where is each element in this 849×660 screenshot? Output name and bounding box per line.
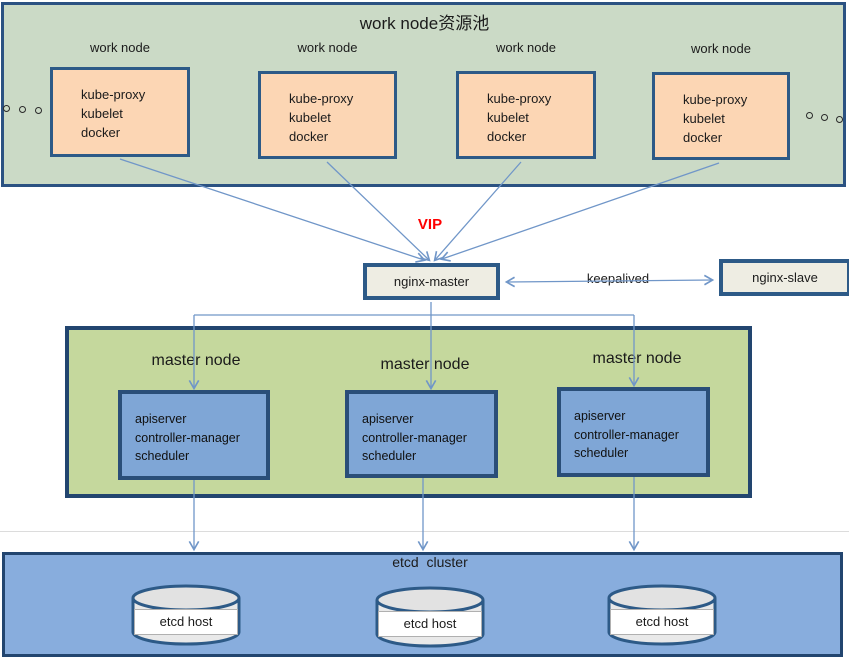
etcd-host-label: etcd host <box>610 609 714 635</box>
work-node-service: kubelet <box>683 111 725 126</box>
master-node-service: controller-manager <box>135 430 240 445</box>
ellipsis-dot-right <box>806 112 813 119</box>
nginx-slave-label: nginx-slave <box>752 270 818 285</box>
work-node-label: work node <box>691 41 751 56</box>
nginx-slave-box: nginx-slave <box>719 259 849 296</box>
keepalived-label: keepalived <box>586 271 650 286</box>
work-node-service: docker <box>683 130 723 145</box>
vip-label: VIP <box>417 216 443 233</box>
etcd-cylinder: etcd host <box>130 583 242 647</box>
master-node-service: apiserver <box>362 412 414 426</box>
work-node-box: kube-proxy kubelet docker <box>652 72 790 160</box>
work-node-service: kubelet <box>81 106 123 121</box>
work-node-service: kubelet <box>289 110 331 125</box>
master-node-service: apiserver <box>574 409 626 423</box>
master-node-service: apiserver <box>135 412 187 426</box>
work-node-label: work node <box>496 40 556 55</box>
master-node-service: scheduler <box>135 449 190 463</box>
ellipsis-dot-left <box>3 105 10 112</box>
work-node-service: kubelet <box>487 110 529 125</box>
master-node-label: master node <box>380 356 470 373</box>
master-node-service: controller-manager <box>574 427 679 442</box>
work-node-service: docker <box>81 125 121 140</box>
work-node-service: docker <box>487 129 527 144</box>
etcd-host-label: etcd host <box>378 611 482 637</box>
ellipsis-dot-right <box>821 114 828 121</box>
work-node-label: work node <box>90 40 150 55</box>
etcd-cluster-title: etcd cluster <box>392 554 468 570</box>
ellipsis-dot-left <box>19 106 26 113</box>
work-node-service: kube-proxy <box>683 92 748 107</box>
master-node-service: controller-manager <box>362 430 467 445</box>
etcd-cylinder: etcd host <box>374 585 486 649</box>
master-node-label: master node <box>151 352 241 369</box>
work-node-label: work node <box>297 40 358 55</box>
work-node-box: kube-proxy kubelet docker <box>258 71 397 159</box>
ellipsis-dot-left <box>35 107 42 114</box>
master-node-box: apiserver controller-manager scheduler <box>345 390 498 478</box>
divider-line <box>0 531 849 532</box>
master-node-box: apiserver controller-manager scheduler <box>557 387 710 477</box>
etcd-host-label: etcd host <box>134 609 238 635</box>
work-node-service: kube-proxy <box>81 87 146 102</box>
master-node-label: master node <box>592 350 682 367</box>
etcd-cylinder: etcd host <box>606 583 718 647</box>
nginx-master-box: nginx-master <box>363 263 500 300</box>
master-node-service: scheduler <box>362 449 417 463</box>
work-node-box: kube-proxy kubelet docker <box>456 71 596 159</box>
work-pool-title: work node资源池 <box>359 14 490 33</box>
master-node-box: apiserver controller-manager scheduler <box>118 390 270 480</box>
work-node-service: kube-proxy <box>289 91 354 106</box>
work-node-service: docker <box>289 129 329 144</box>
ellipsis-dot-right <box>836 116 843 123</box>
work-node-service: kube-proxy <box>487 91 552 106</box>
work-node-box: kube-proxy kubelet docker <box>50 67 190 157</box>
nginx-master-label: nginx-master <box>393 274 470 289</box>
master-node-service: scheduler <box>574 446 629 460</box>
